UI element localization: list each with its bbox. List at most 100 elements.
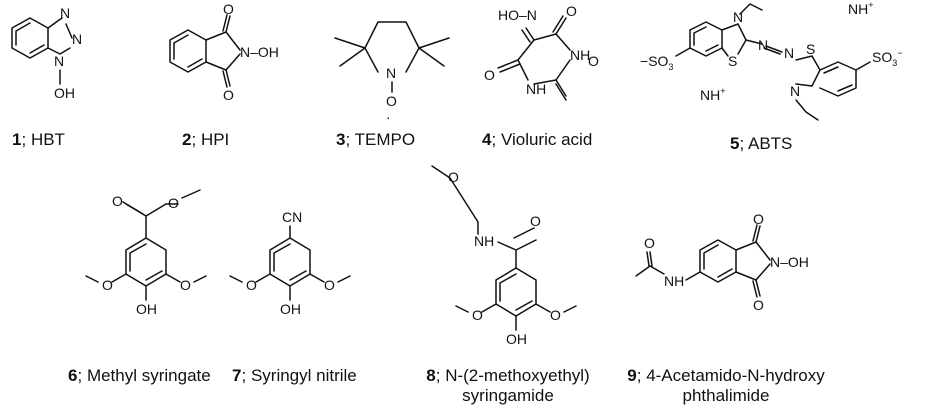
caption-tempo-sep: ; [345, 130, 351, 149]
caption-sn-sep: ; [241, 366, 247, 385]
hpi-benzene [169, 29, 207, 73]
abts-s-left: S [728, 53, 737, 69]
hbt-inner-bonds [15, 22, 45, 54]
mes-methoxys [455, 303, 577, 313]
tempo-ring [364, 21, 420, 73]
abts-nh4-top-base: NH [848, 1, 868, 17]
abts-so3-right-bond [855, 61, 871, 71]
ms-ring-inner [129, 243, 163, 281]
hpi-inner-bonds [173, 34, 203, 68]
abts-n-left: N [733, 9, 743, 25]
sn-ring [269, 237, 311, 287]
structure-methoxyethyl-syringamide: O NH O O O OH [431, 165, 577, 347]
abts-thiazole-right [795, 55, 821, 87]
ms-methoxys [85, 273, 207, 283]
mes-nh: NH [474, 233, 494, 249]
mes-amide [497, 227, 537, 269]
caption-ms-num: 6 [68, 366, 78, 385]
ms-o-left: O [102, 277, 113, 293]
tempo-o: O [386, 93, 397, 109]
caption-ahpi-name: 4-Acetamido-N-hydroxy [646, 366, 825, 385]
hpi-n-oh: N–OH [240, 44, 279, 60]
ms-ester-methyl [181, 189, 201, 199]
caption-tempo-num: 3 [336, 130, 346, 149]
abts-so3-right-sub: 3 [892, 58, 897, 68]
ahpi-benzene [699, 239, 737, 283]
abts-thiazole-left [721, 23, 747, 57]
ahpi-acetyl [635, 251, 665, 277]
ms-o-carbonyl: O [112, 193, 123, 209]
caption-violuric-name: Violuric acid [500, 130, 593, 149]
caption-abts-num: 5 [730, 134, 740, 153]
hbt-benzene [11, 17, 49, 59]
caption-ms-name: Methyl syringate [86, 366, 211, 385]
violuric-ring [517, 33, 571, 85]
structure-abts: N S N N S N −SO3 SO3− NH+ NH+ [640, 0, 903, 121]
caption-abts-sep: ; [739, 134, 745, 153]
ms-o-ester: O [168, 195, 179, 211]
mes-ring-inner [499, 273, 533, 311]
abts-so3-left-bond [675, 47, 691, 57]
hpi-imide-ring [205, 31, 241, 71]
structure-tempo: N O · [334, 21, 450, 125]
violuric-carbonyls [497, 15, 567, 101]
hbt-triazole [47, 17, 73, 55]
abts-benzo-right [819, 61, 857, 97]
caption-hpi: 2; HPI [182, 130, 229, 150]
caption-tempo-name: TEMPO [354, 130, 416, 149]
hbt-n3: N [54, 53, 64, 69]
caption-violuric-num: 4 [482, 130, 492, 149]
abts-so3-right: SO3− [872, 48, 903, 68]
abts-nh4-bottom: NH+ [700, 86, 726, 103]
caption-methyl-syringate: 6; Methyl syringate [68, 366, 211, 386]
mes-o-left: O [472, 307, 483, 323]
ms-oh: OH [136, 301, 157, 317]
caption-sn-name: Syringyl nitrile [250, 366, 357, 385]
sn-cn: CN [282, 209, 302, 225]
violuric-ho-n: HO–N [498, 7, 537, 23]
caption-ahpi-name2: phthalimide [682, 386, 770, 405]
abts-nh4-top: NH+ [848, 0, 874, 17]
caption-abts-name: ABTS [748, 134, 793, 153]
abts-azo [745, 39, 783, 55]
structure-syringyl-nitrile: CN O O OH [229, 209, 351, 317]
caption-syringyl-nitrile: 7; Syringyl nitrile [232, 366, 357, 386]
hbt-oh: OH [54, 85, 75, 101]
caption-hpi-num: 2 [182, 130, 192, 149]
hpi-carbonyls [222, 14, 231, 88]
ms-ester [122, 201, 179, 239]
abts-n-right: N [790, 83, 800, 99]
caption-mes-name: N-(2-methoxyethyl) [445, 366, 590, 385]
mes-o-right: O [550, 307, 561, 323]
caption-violuric-sep: ; [491, 130, 497, 149]
sn-ring-inner [273, 243, 307, 281]
abts-azo-n1: N [758, 37, 768, 53]
abts-nh4-top-sup: + [868, 0, 873, 10]
caption-hbt-num: 1 [12, 130, 22, 149]
caption-hbt: 1; HBT [12, 130, 65, 150]
caption-hbt-sep: ; [21, 130, 27, 149]
sn-methoxys [229, 273, 351, 283]
ahpi-nh: NH [664, 273, 684, 289]
caption-mes-sep: ; [435, 366, 441, 385]
abts-so3-left-sub: 3 [668, 62, 673, 72]
ahpi-nh-ring-bond [685, 271, 701, 281]
mes-ring [495, 267, 537, 317]
caption-mes-num: 8 [426, 366, 436, 385]
hbt-n1: N [60, 5, 70, 21]
ahpi-o-top: O [753, 211, 764, 227]
tempo-radical: · [386, 109, 391, 125]
structure-hpi: O O N–OH [169, 1, 279, 103]
violuric-o-left: O [484, 67, 495, 83]
tempo-methyls [334, 37, 450, 67]
abts-benzo-right-inner [823, 66, 853, 92]
mes-o-ether: O [448, 169, 459, 185]
ahpi-n-oh: N–OH [770, 254, 809, 270]
structure-violuric-acid: HO–N O NH O NH O [484, 3, 599, 101]
tempo-n: N [386, 65, 396, 81]
ahpi-o-acetyl: O [644, 235, 655, 251]
ms-o-right: O [180, 277, 191, 293]
caption-tempo: 3; TEMPO [336, 130, 415, 150]
